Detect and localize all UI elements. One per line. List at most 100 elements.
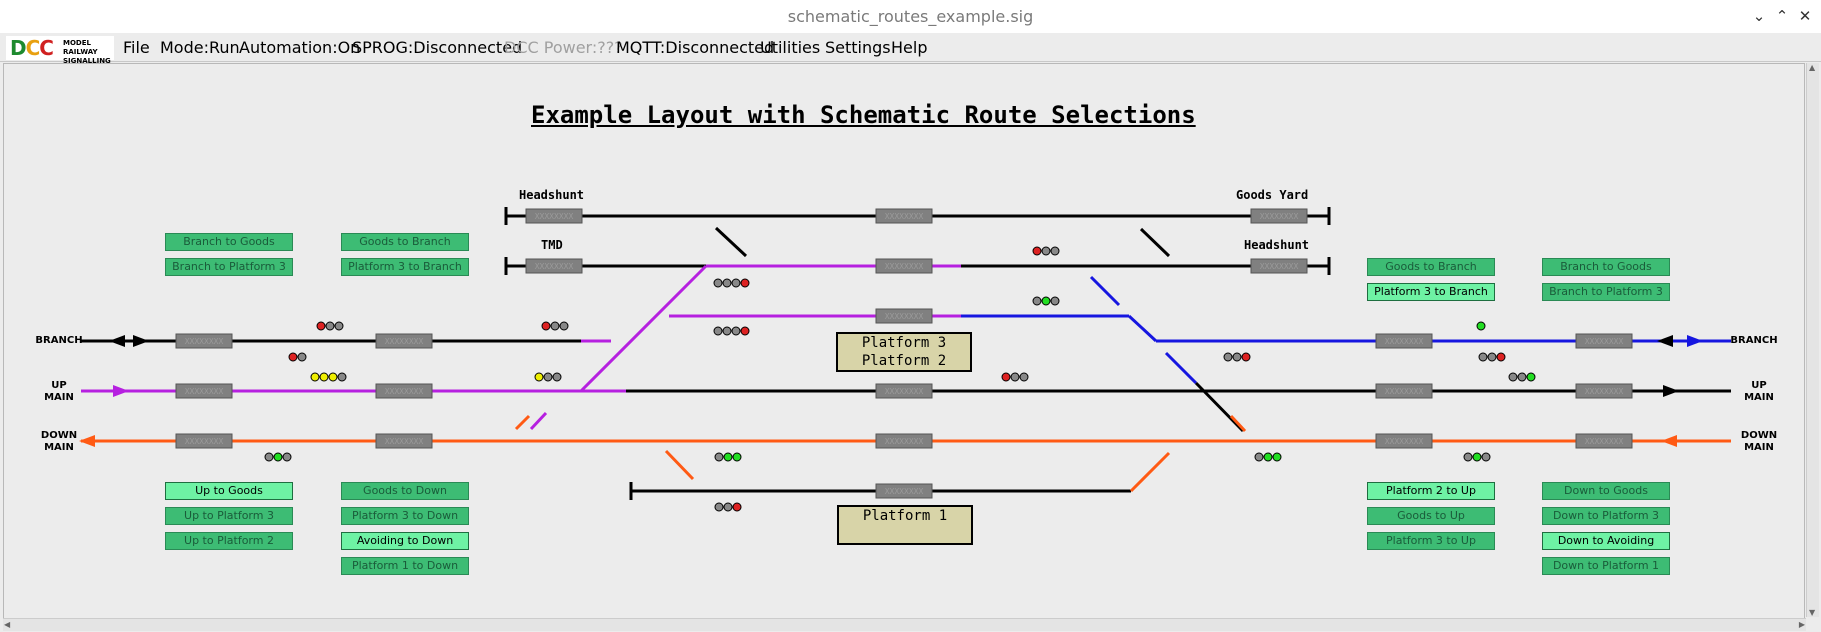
track-section[interactable] xyxy=(1575,383,1633,399)
signal-lamp[interactable] xyxy=(288,352,298,362)
signal-lamp[interactable] xyxy=(319,372,329,382)
track-section[interactable] xyxy=(1575,433,1633,449)
signal-lamp[interactable] xyxy=(1223,352,1233,362)
signal-lamp[interactable] xyxy=(713,278,723,288)
route-up-to-platform-2[interactable]: Up to Platform 2 xyxy=(165,532,293,550)
vertical-scrollbar[interactable]: ▲ ▼ xyxy=(1806,63,1819,617)
track-section[interactable] xyxy=(175,383,233,399)
signal-lamp[interactable] xyxy=(1050,246,1060,256)
menu-sprog[interactable]: SPROG:Disconnected xyxy=(352,38,523,57)
signal-lamp[interactable] xyxy=(1001,372,1011,382)
signal-lamp[interactable] xyxy=(714,502,724,512)
signal-lamp[interactable] xyxy=(543,372,553,382)
signal-lamp[interactable] xyxy=(273,452,283,462)
signal-lamp[interactable] xyxy=(534,372,544,382)
point-blade[interactable] xyxy=(1164,351,1198,385)
maximize-icon[interactable]: ⌃ xyxy=(1775,7,1789,25)
track-section[interactable] xyxy=(1250,208,1308,224)
track-section[interactable] xyxy=(875,383,933,399)
track-section[interactable] xyxy=(875,433,933,449)
track-section[interactable] xyxy=(875,483,933,499)
route-up-to-goods[interactable]: Up to Goods xyxy=(165,482,293,500)
signal-lamp[interactable] xyxy=(1272,452,1282,462)
route-goods-to-down[interactable]: Goods to Down xyxy=(341,482,469,500)
signal-lamp[interactable] xyxy=(732,502,742,512)
route-platform-3-to-branch[interactable]: Platform 3 to Branch xyxy=(341,258,469,276)
signal-lamp[interactable] xyxy=(1496,352,1506,362)
point-blade[interactable] xyxy=(714,226,748,258)
route-right-platform-3-to-branch[interactable]: Platform 3 to Branch xyxy=(1367,283,1495,301)
track-section[interactable] xyxy=(175,333,233,349)
menu-dcc-power[interactable]: DCC Power:??? xyxy=(504,38,623,57)
horizontal-scrollbar[interactable]: ◀ ▶ xyxy=(3,618,1806,631)
menu-utilities[interactable]: Utilities xyxy=(760,38,821,57)
signal-lamp[interactable] xyxy=(1041,246,1051,256)
signal-lamp[interactable] xyxy=(1263,452,1273,462)
crossover-blue[interactable] xyxy=(1127,314,1158,343)
route-down-to-avoiding[interactable]: Down to Avoiding xyxy=(1542,532,1670,550)
signal-lamp[interactable] xyxy=(713,326,723,336)
point-blade[interactable] xyxy=(1089,275,1121,307)
signal-lamp[interactable] xyxy=(282,452,292,462)
menu-mqtt[interactable]: MQTT:Disconnected xyxy=(616,38,775,57)
track-section[interactable] xyxy=(525,258,583,274)
track-section[interactable] xyxy=(1375,333,1433,349)
signal-lamp[interactable] xyxy=(1481,452,1491,462)
scroll-down-icon[interactable]: ▼ xyxy=(1809,608,1816,617)
signal-lamp[interactable] xyxy=(310,372,320,382)
signal-lamp[interactable] xyxy=(550,321,560,331)
menu-settings[interactable]: Settings xyxy=(825,38,891,57)
track-section[interactable] xyxy=(1575,333,1633,349)
signal-lamp[interactable] xyxy=(723,502,733,512)
scroll-up-icon[interactable]: ▲ xyxy=(1809,63,1816,72)
signal-lamp[interactable] xyxy=(297,352,307,362)
track-section[interactable] xyxy=(1250,258,1308,274)
route-down-to-platform-3[interactable]: Down to Platform 3 xyxy=(1542,507,1670,525)
signal-lamp[interactable] xyxy=(337,372,347,382)
route-right-branch-to-goods[interactable]: Branch to Goods xyxy=(1542,258,1670,276)
track-section[interactable] xyxy=(175,433,233,449)
signal-lamp[interactable] xyxy=(328,372,338,382)
scroll-right-icon[interactable]: ▶ xyxy=(1798,620,1805,629)
signal-lamp[interactable] xyxy=(334,321,344,331)
signal-lamp[interactable] xyxy=(1241,352,1251,362)
track-section[interactable] xyxy=(875,258,933,274)
crossover-platform-1[interactable] xyxy=(1129,451,1171,493)
signal-lamp[interactable] xyxy=(541,321,551,331)
route-branch-to-platform-3[interactable]: Branch to Platform 3 xyxy=(165,258,293,276)
route-platform-2-to-up[interactable]: Platform 2 to Up xyxy=(1367,482,1495,500)
signal-lamp[interactable] xyxy=(325,321,335,331)
signal-lamp[interactable] xyxy=(722,278,732,288)
signal-lamp[interactable] xyxy=(1010,372,1020,382)
signal-lamp[interactable] xyxy=(722,326,732,336)
point-blade[interactable] xyxy=(529,411,548,431)
signal-lamp[interactable] xyxy=(1254,452,1264,462)
point-blade[interactable] xyxy=(1139,227,1171,258)
signal-lamp[interactable] xyxy=(731,278,741,288)
signal-lamp[interactable] xyxy=(1232,352,1242,362)
route-platform-1-to-down[interactable]: Platform 1 to Down xyxy=(341,557,469,575)
track-section[interactable] xyxy=(375,333,433,349)
signal-lamp[interactable] xyxy=(1478,352,1488,362)
track-section[interactable] xyxy=(1375,383,1433,399)
route-down-to-platform-1[interactable]: Down to Platform 1 xyxy=(1542,557,1670,575)
signal-lamp[interactable] xyxy=(1476,321,1486,331)
track-section[interactable] xyxy=(375,383,433,399)
track-section[interactable] xyxy=(375,433,433,449)
signal-lamp[interactable] xyxy=(1032,296,1042,306)
route-up-to-platform-3[interactable]: Up to Platform 3 xyxy=(165,507,293,525)
signal-lamp[interactable] xyxy=(1041,296,1051,306)
track-section[interactable] xyxy=(875,308,933,324)
route-branch-to-goods[interactable]: Branch to Goods xyxy=(165,233,293,251)
signal-lamp[interactable] xyxy=(1463,452,1473,462)
menu-file[interactable]: File xyxy=(123,38,150,57)
route-right-goods-to-branch[interactable]: Goods to Branch xyxy=(1367,258,1495,276)
track-section[interactable] xyxy=(1375,433,1433,449)
menu-automation[interactable]: Automation:On xyxy=(239,38,361,57)
signal-lamp[interactable] xyxy=(1526,372,1536,382)
signal-lamp[interactable] xyxy=(1050,296,1060,306)
route-right-branch-to-platform-3[interactable]: Branch to Platform 3 xyxy=(1542,283,1670,301)
signal-lamp[interactable] xyxy=(1517,372,1527,382)
signal-lamp[interactable] xyxy=(1472,452,1482,462)
